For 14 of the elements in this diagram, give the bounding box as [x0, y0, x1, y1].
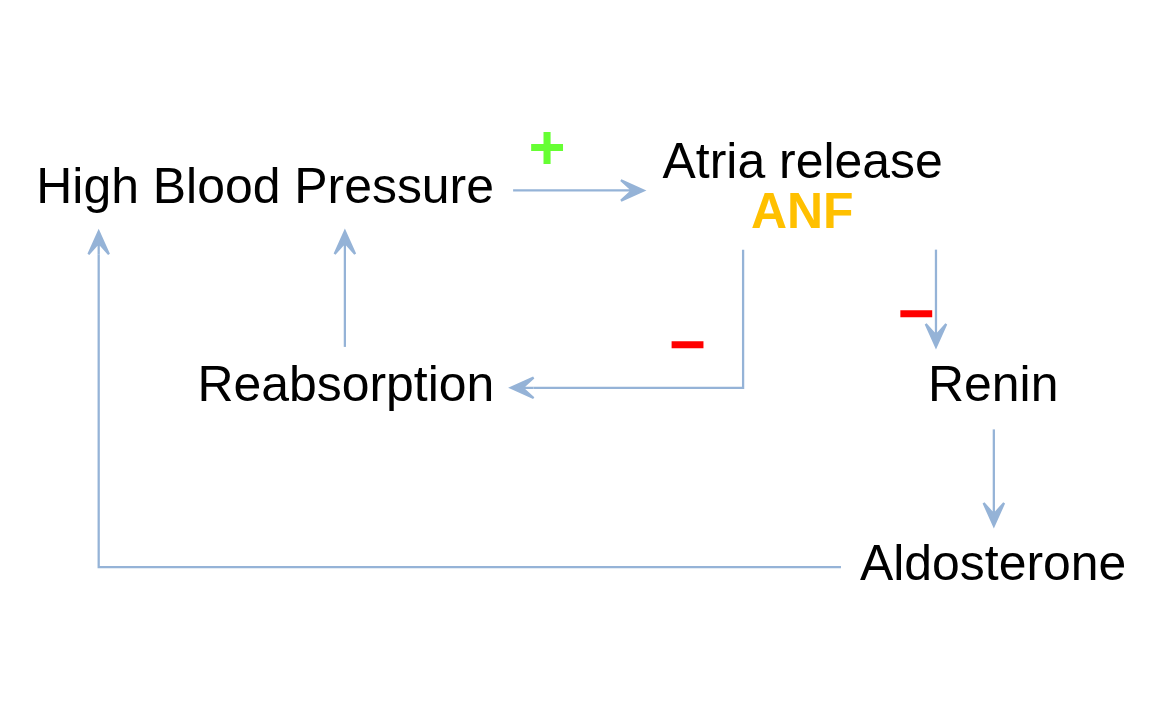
node-text: High Blood Pressure	[36, 158, 495, 215]
arrow	[87, 230, 841, 569]
edge-label: +	[528, 110, 566, 182]
arrow	[513, 179, 645, 202]
node-text: Reabsorption	[197, 355, 495, 412]
node-text: Renin	[928, 355, 1059, 412]
arrow	[509, 249, 745, 400]
edge-label: −	[897, 277, 935, 349]
node-text: Aldosterone	[859, 534, 1127, 591]
edge-label: −	[668, 308, 706, 380]
arrow	[333, 230, 357, 347]
arrow	[982, 429, 1006, 527]
node-text: Atria release ANF	[662, 133, 943, 240]
arrow	[924, 249, 948, 348]
